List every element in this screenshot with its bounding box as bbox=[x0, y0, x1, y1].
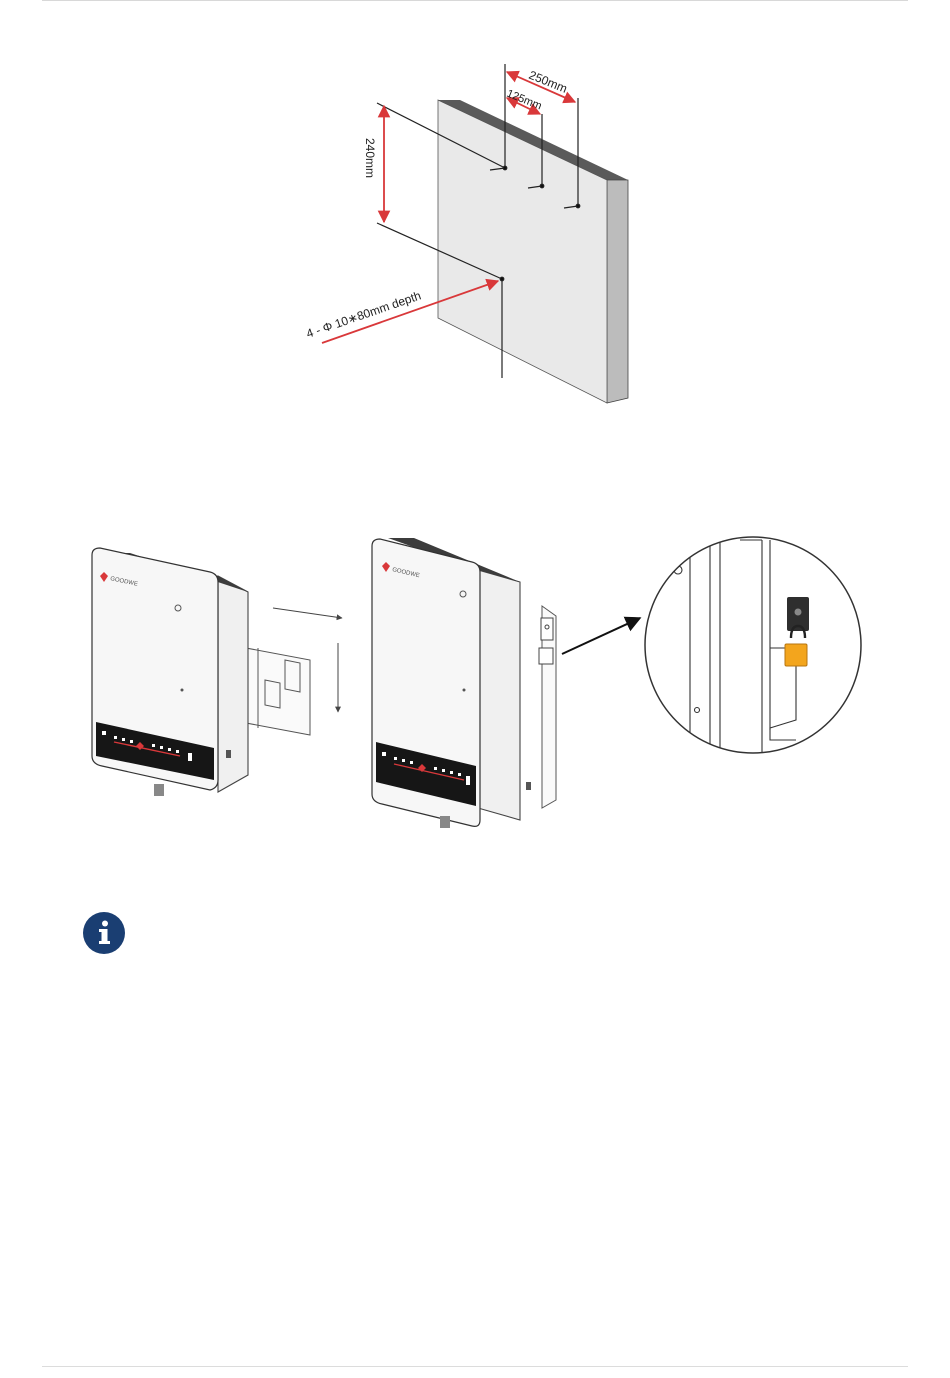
dimension-125mm-label: 125mm bbox=[505, 88, 544, 113]
zoom-detail-lock bbox=[645, 530, 861, 770]
inverter-mounted: GOODWE bbox=[372, 538, 556, 828]
padlock-icon bbox=[785, 644, 807, 666]
inverter-mounting-diagram: GOODWE GOODWE bbox=[80, 530, 870, 835]
wall-drilling-diagram: 250mm 125mm 240mm 4 - Φ 10∗80mm depth bbox=[300, 56, 640, 406]
zoom-callout-arrow bbox=[562, 618, 640, 654]
inverter-before-mounting: GOODWE bbox=[92, 548, 310, 796]
page-top-rule bbox=[42, 0, 908, 1]
page-footer-rule bbox=[42, 1366, 908, 1367]
slide-right-arrow bbox=[273, 608, 342, 618]
dimension-250mm-label: 250mm bbox=[527, 68, 569, 96]
info-icon bbox=[82, 911, 126, 955]
dimension-240mm-label: 240mm bbox=[363, 138, 377, 178]
wall-block bbox=[438, 100, 628, 403]
